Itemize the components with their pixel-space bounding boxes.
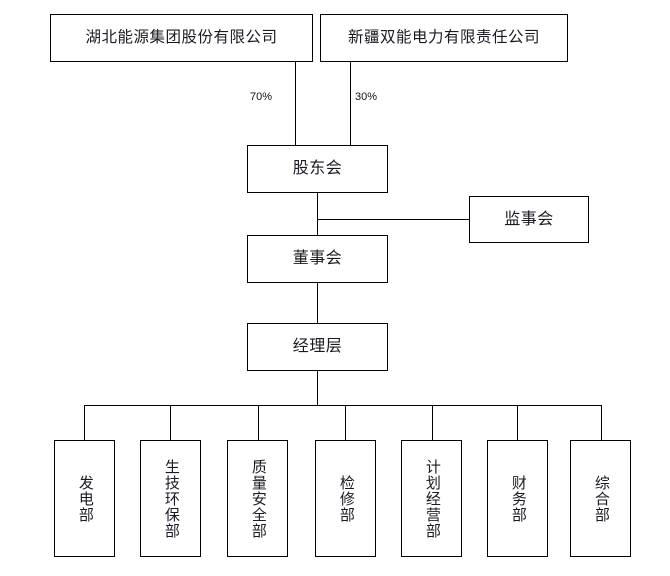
connector-bus-to-dept-2 bbox=[170, 405, 171, 440]
dept-box-general-affairs[interactable]: 综合部 bbox=[570, 440, 631, 557]
connector-hubei-to-shareholders-meeting bbox=[295, 62, 296, 145]
dept-box-quality-safety[interactable]: 质量安全部 bbox=[227, 440, 288, 557]
node-board-of-directors[interactable]: 董事会 bbox=[247, 235, 388, 283]
connector-bus-to-dept-6 bbox=[517, 405, 518, 440]
connector-board-to-management bbox=[317, 283, 318, 323]
shareholders-meeting-label: 股东会 bbox=[292, 160, 343, 177]
board-of-directors-label: 董事会 bbox=[292, 250, 343, 267]
shareholder-label-hubei: 湖北能源集团股份有限公司 bbox=[85, 29, 278, 47]
supervisory-board-label: 监事会 bbox=[504, 210, 554, 228]
shareholder-box-xinjiang[interactable]: 新疆双能电力有限责任公司 bbox=[320, 14, 568, 62]
node-management[interactable]: 经理层 bbox=[247, 323, 388, 371]
dept-label-maintenance: 检修部 bbox=[337, 474, 354, 523]
node-supervisory-board[interactable]: 监事会 bbox=[469, 196, 589, 243]
connector-bus-to-dept-4 bbox=[345, 405, 346, 440]
connector-bus-to-dept-7 bbox=[601, 405, 602, 440]
dept-label-production-tech-env: 生技环保部 bbox=[162, 458, 179, 539]
dept-label-planning-operation: 计划经营部 bbox=[423, 458, 440, 539]
dept-box-maintenance[interactable]: 检修部 bbox=[315, 440, 376, 557]
connector-bus-to-dept-3 bbox=[258, 405, 259, 440]
connector-xinjiang-to-shareholders-meeting bbox=[350, 62, 351, 145]
dept-box-planning-operation[interactable]: 计划经营部 bbox=[401, 440, 462, 557]
stake-label-30: 30% bbox=[355, 91, 378, 103]
dept-box-production-tech-env[interactable]: 生技环保部 bbox=[140, 440, 201, 557]
dept-label-general-affairs: 综合部 bbox=[592, 474, 609, 523]
shareholder-label-xinjiang: 新疆双能电力有限责任公司 bbox=[347, 29, 540, 47]
dept-label-finance: 财务部 bbox=[509, 474, 526, 523]
connector-bus-to-dept-1 bbox=[84, 405, 85, 440]
connector-shareholders-meeting-to-board bbox=[317, 193, 318, 235]
dept-label-quality-safety: 质量安全部 bbox=[249, 458, 266, 539]
connector-bus-to-dept-5 bbox=[432, 405, 433, 440]
connector-shareholders-meeting-to-supervisory bbox=[317, 219, 469, 220]
node-shareholders-meeting[interactable]: 股东会 bbox=[247, 145, 388, 193]
dept-box-power-generation[interactable]: 发电部 bbox=[54, 440, 115, 557]
dept-box-finance[interactable]: 财务部 bbox=[487, 440, 548, 557]
connector-management-to-department-bus bbox=[317, 371, 318, 405]
department-bus-bar bbox=[84, 405, 602, 406]
management-label: 经理层 bbox=[292, 338, 343, 355]
dept-label-power-generation: 发电部 bbox=[76, 474, 93, 523]
stake-label-70: 70% bbox=[250, 91, 273, 103]
shareholder-box-hubei[interactable]: 湖北能源集团股份有限公司 bbox=[50, 14, 313, 62]
